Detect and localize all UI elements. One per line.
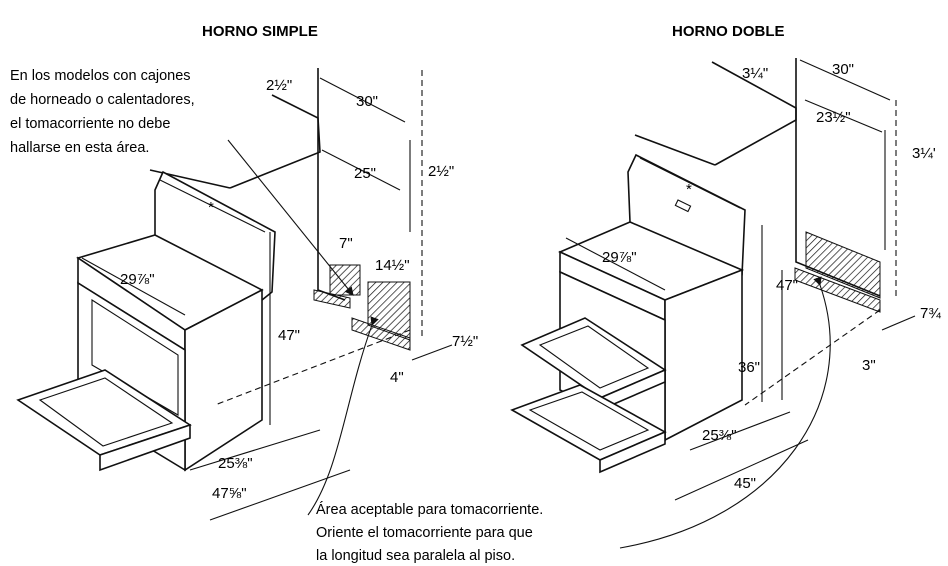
- single-dim-2-1-2-right: 2½": [428, 163, 454, 180]
- acceptable-note-line: Oriente el tomacorriente para que: [316, 525, 533, 541]
- double-oven-title: HORNO DOBLE: [672, 23, 785, 40]
- single-cabinet: [229, 94, 321, 189]
- single-dim-2-1-2-top: 2½": [266, 77, 292, 94]
- single-dim-14-1-2: 14½": [375, 257, 410, 274]
- single-dim-25: 25": [354, 165, 376, 182]
- double-dim-47: 47": [776, 277, 798, 294]
- double-dim-30: 30": [832, 61, 854, 78]
- double-dim-3-1-4-right: 3¼': [912, 145, 936, 162]
- single-dim-30: 30": [356, 93, 378, 110]
- double-dim-25-3-8: 25⅜": [702, 427, 737, 444]
- double-dim-7-3-4: 7¾: [920, 305, 941, 322]
- single-dim-25-3-8: 25⅜": [218, 455, 253, 472]
- no-outlet-pointer: [227, 139, 354, 296]
- single-dim-4: 4": [390, 369, 404, 386]
- acceptable-note-line: Área aceptable para tomacorriente.: [316, 501, 543, 518]
- acceptable-leader-left: [307, 316, 379, 516]
- acceptable-area-note: Área aceptable para tomacorriente. Orien…: [316, 501, 543, 564]
- double-dim-3-1-4-top: 3¼": [742, 65, 768, 82]
- single-dim-star: *: [208, 199, 214, 216]
- double-dim-29-7-8: 29⅞": [602, 249, 637, 266]
- no-outlet-note-line: de horneado o calentadores,: [10, 92, 195, 108]
- single-oven-drawing: [16, 68, 453, 521]
- double-dim-star: *: [686, 181, 692, 198]
- no-outlet-note-line: hallarse en esta área.: [10, 140, 149, 156]
- single-oven-title: HORNO SIMPLE: [202, 23, 318, 40]
- double-dim-36: 36": [738, 359, 760, 376]
- no-outlet-note: En los modelos con cajones de horneado o…: [10, 68, 195, 156]
- single-dim-7: 7": [339, 235, 353, 252]
- single-no-outlet-area: [329, 264, 361, 296]
- double-oven-drawing: [510, 58, 916, 501]
- no-outlet-note-line: el tomacorriente no debe: [10, 116, 170, 132]
- double-dim-23-1-2: 23½": [816, 109, 851, 126]
- single-dim-29-7-8: 29⅞": [120, 271, 155, 288]
- single-dim-7-1-2: 7½": [452, 333, 478, 350]
- acceptable-note-line: la longitud sea paralela al piso.: [316, 548, 515, 564]
- single-dim-47: 47": [278, 327, 300, 344]
- double-acceptable-outlet-area: [805, 231, 881, 299]
- double-dim-3: 3": [862, 357, 876, 374]
- single-dim-47-5-8: 47⅝": [212, 485, 247, 502]
- acceptable-leader-right: [619, 276, 831, 549]
- double-dim-45: 45": [734, 475, 756, 492]
- double-cabinet: [711, 61, 797, 166]
- no-outlet-note-line: En los modelos con cajones: [10, 68, 191, 84]
